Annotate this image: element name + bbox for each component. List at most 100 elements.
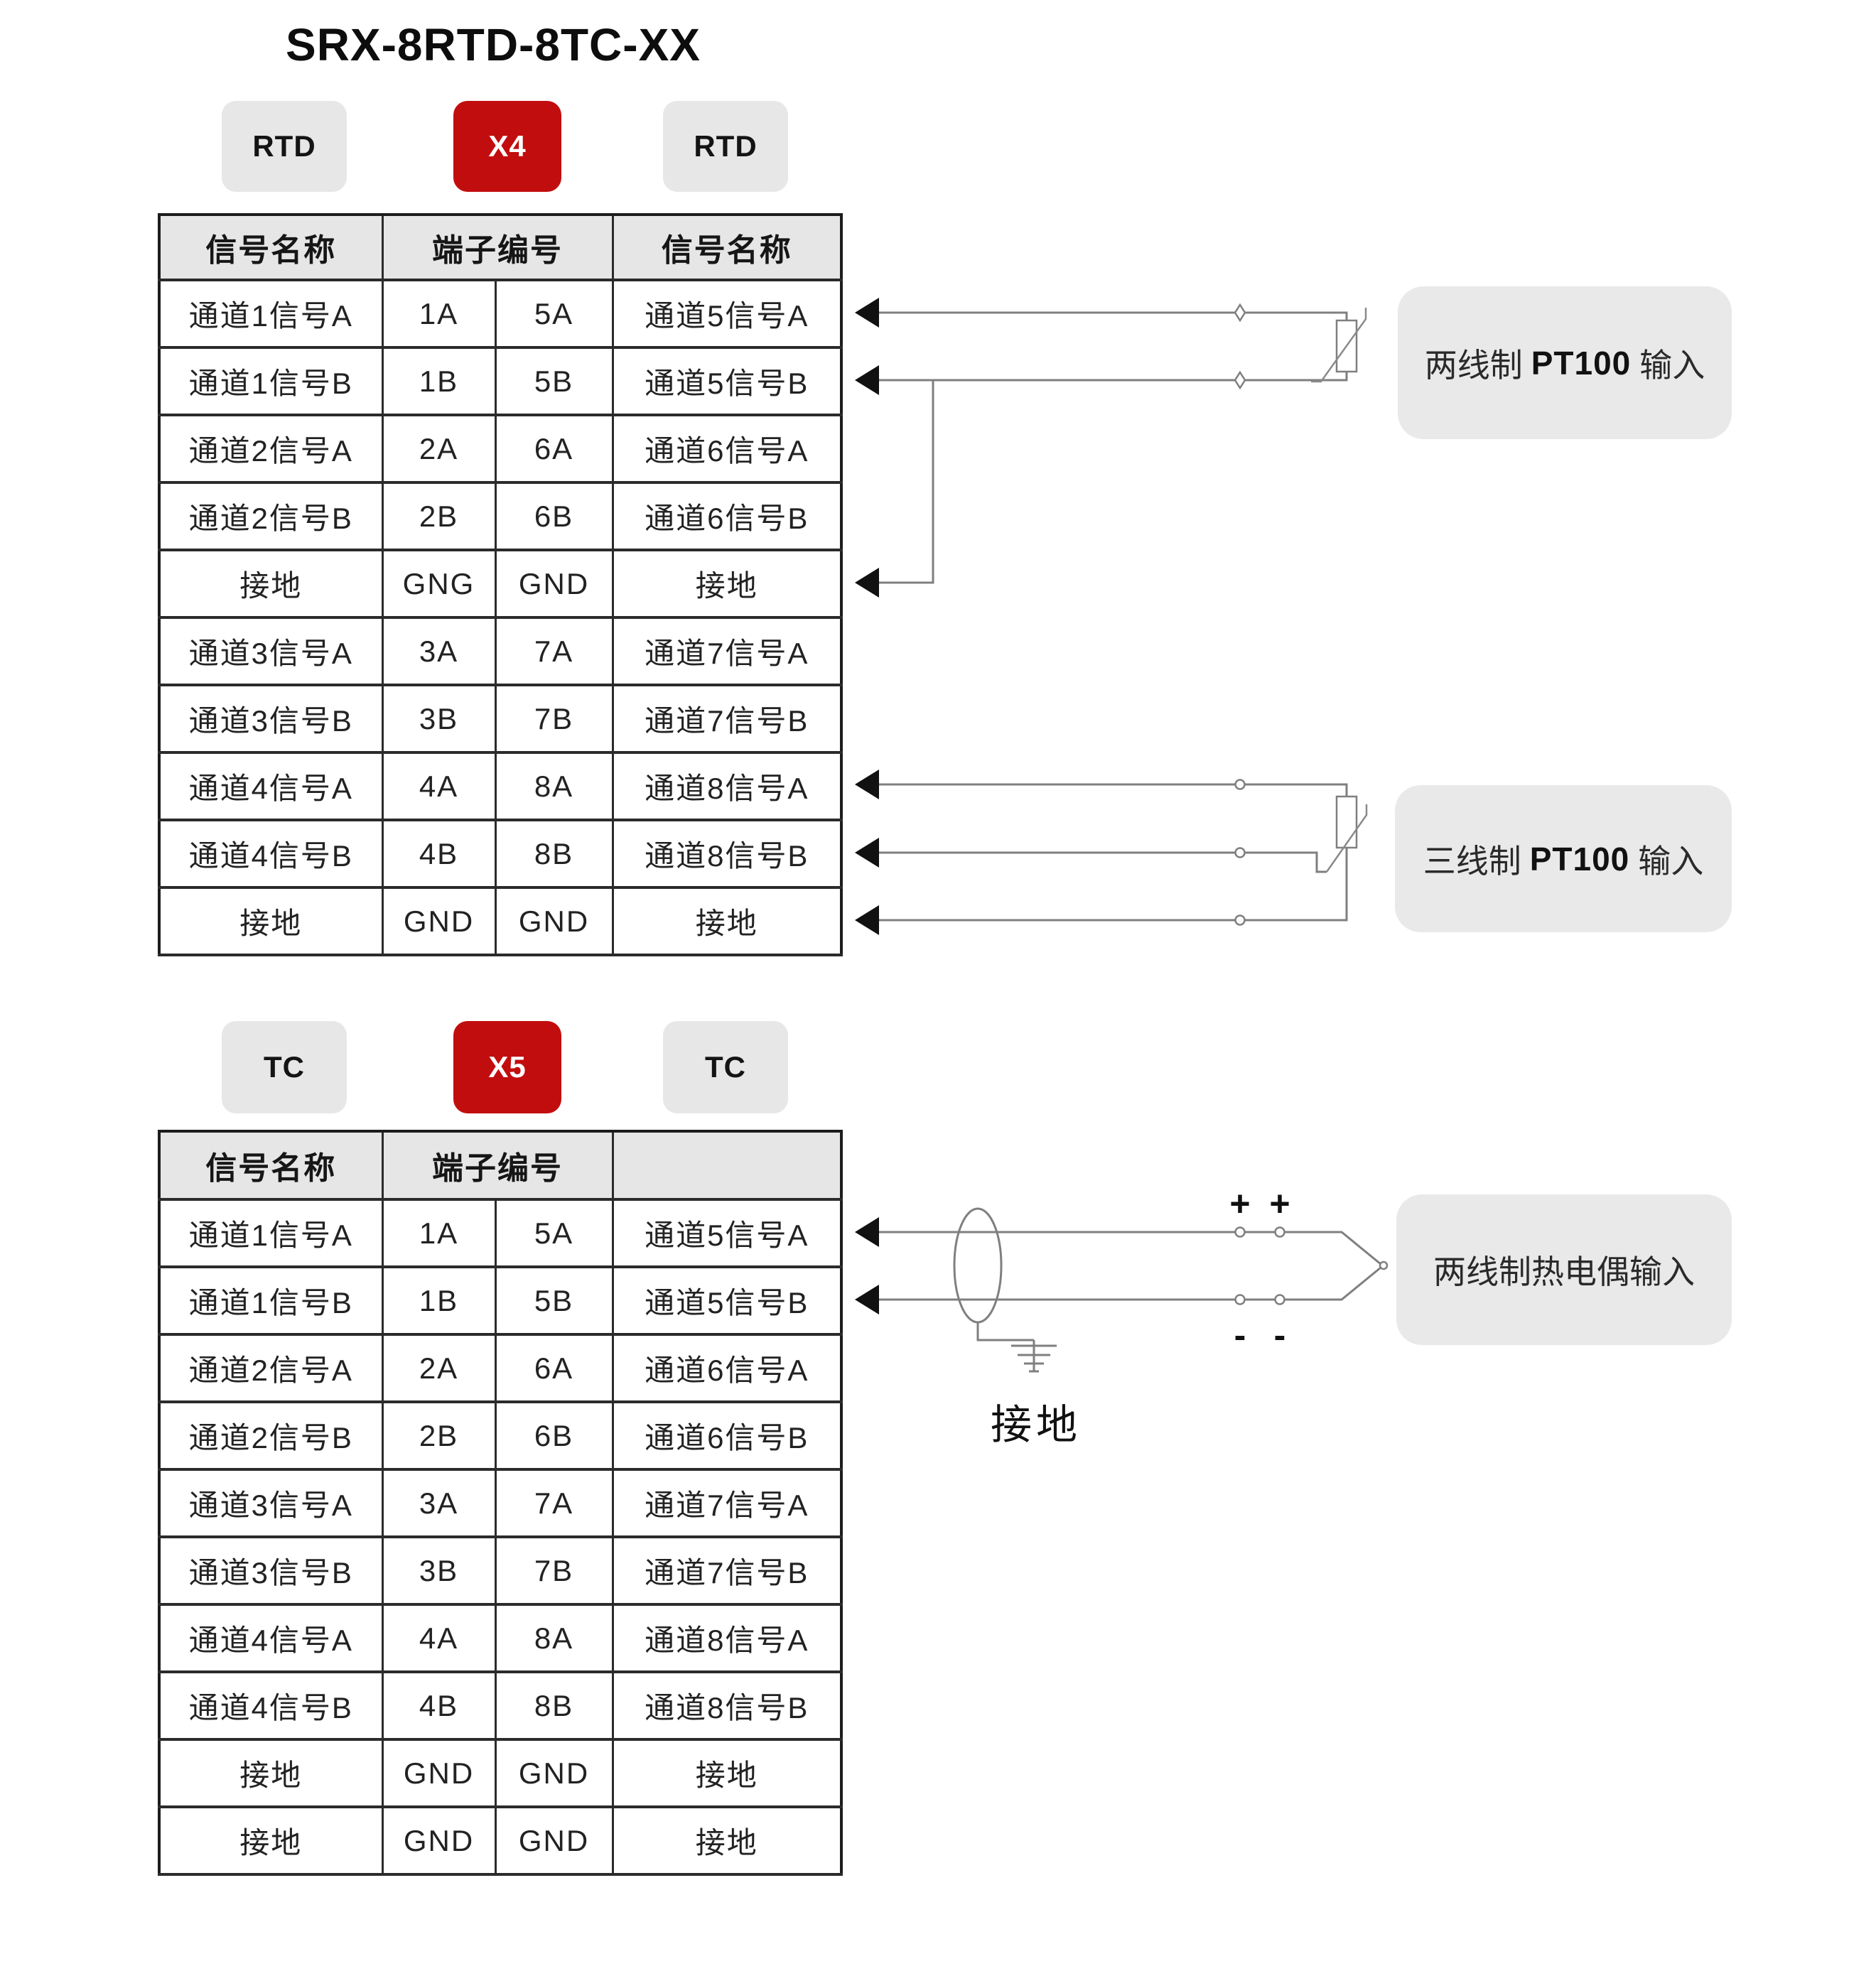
terminal-number-cell: 6B <box>494 1400 614 1471</box>
wire <box>879 372 1348 382</box>
terminal-number-cell: 1B <box>381 346 497 416</box>
rtd-symbol-diagonal <box>1311 308 1367 383</box>
wire <box>879 848 1348 922</box>
terminal-number-cell: 4B <box>381 1670 497 1741</box>
terminal-number-cell: 7A <box>494 1468 614 1538</box>
polarity-minus-label: - <box>1234 1315 1246 1355</box>
signal-name-left-cell: 通道2信号A <box>158 414 384 484</box>
cable-shield-symbol <box>953 1207 1003 1324</box>
signal-name-left-cell: 接地 <box>158 1738 384 1808</box>
signal-name-right-cell: 通道5信号B <box>611 346 843 416</box>
terminal-number-cell: 4B <box>381 819 497 889</box>
thermocouple-diagram <box>855 1207 1389 1373</box>
wire-break-icon <box>1234 370 1246 390</box>
signal-name-left-cell: 通道3信号B <box>158 684 384 754</box>
signal-name-left-cell: 通道1信号B <box>158 346 384 416</box>
terminal-number-cell: 8A <box>494 751 614 821</box>
signal-name-left-cell: 通道2信号B <box>158 481 384 551</box>
signal-name-right-cell: 通道8信号B <box>611 819 843 889</box>
terminal-number-cell: GND <box>381 886 497 956</box>
signal-name-left-cell: 通道4信号B <box>158 1670 384 1741</box>
signal-name-right-cell: 通道7信号A <box>611 616 843 686</box>
earth-ground-icon <box>1011 1340 1057 1373</box>
signal-name-right-cell: 接地 <box>611 1738 843 1808</box>
terminal-number-cell: 2B <box>381 481 497 551</box>
signal-name-left-cell: 通道2信号B <box>158 1400 384 1471</box>
signal-name-right-cell: 通道7信号B <box>611 1535 843 1606</box>
wire <box>879 311 1348 320</box>
signal-name-right-cell: 通道5信号A <box>611 279 843 349</box>
note-pt100-3wire: 三线制 PT100 输入 <box>1395 785 1732 932</box>
badge-connector-x4: X4 <box>453 101 561 192</box>
arrow-icon <box>855 1285 879 1314</box>
terminal-number-cell: 3B <box>381 684 497 754</box>
contact-icon <box>1274 1294 1285 1305</box>
terminal-number-cell: 7B <box>494 1535 614 1606</box>
signal-name-left-cell: 通道4信号A <box>158 751 384 821</box>
contact-icon <box>1234 1226 1246 1238</box>
terminal-number-cell: 8B <box>494 1670 614 1741</box>
header-signal-name-right: 信号名称 <box>611 213 843 281</box>
wire <box>879 380 934 584</box>
terminal-number-cell: 3B <box>381 1535 497 1606</box>
signal-name-right-cell: 通道8信号B <box>611 1670 843 1741</box>
note-text-suffix: 输入 <box>1639 346 1705 384</box>
polarity-plus-label: + <box>1229 1184 1251 1224</box>
terminal-number-cell: 6B <box>494 481 614 551</box>
signal-name-left-cell: 通道3信号A <box>158 616 384 686</box>
terminal-number-cell: GND <box>494 1805 614 1876</box>
terminal-number-cell: 3A <box>381 616 497 686</box>
contact-icon <box>1274 1226 1285 1238</box>
signal-name-left-cell: 接地 <box>158 886 384 956</box>
signal-name-left-cell: 通道2信号A <box>158 1333 384 1403</box>
signal-name-right-cell: 通道5信号A <box>611 1198 843 1268</box>
signal-name-right-cell: 通道6信号B <box>611 481 843 551</box>
note-text-prefix: 三线制 <box>1423 842 1521 880</box>
header-signal-name-left: 信号名称 <box>158 213 384 281</box>
signal-name-left-cell: 通道3信号B <box>158 1535 384 1606</box>
terminal-number-cell: 5A <box>494 1198 614 1268</box>
badge-rtd-right: RTD <box>663 101 788 192</box>
signal-name-right-cell: 通道8信号A <box>611 1603 843 1673</box>
signal-name-right-cell: 通道7信号B <box>611 684 843 754</box>
terminal-number-cell: GND <box>494 886 614 956</box>
header-terminal-number: 端子编号 <box>381 213 614 281</box>
signal-name-right-cell: 通道6信号A <box>611 414 843 484</box>
note-text-suffix: 输入 <box>1638 842 1704 880</box>
rtd-symbol <box>1335 319 1358 373</box>
badge-tc-right: TC <box>663 1021 788 1113</box>
terminal-number-cell: 2B <box>381 1400 497 1471</box>
note-text-prefix: 两线制 <box>1424 346 1523 384</box>
terminal-number-cell: GNG <box>381 549 497 619</box>
terminal-number-cell: 2A <box>381 414 497 484</box>
badge-rtd-left: RTD <box>222 101 347 192</box>
signal-name-left-cell: 通道1信号B <box>158 1265 384 1336</box>
signal-name-right-cell: 接地 <box>611 1805 843 1876</box>
arrow-icon <box>855 568 879 598</box>
arrow-icon <box>855 770 879 799</box>
thermocouple-junction-icon <box>1379 1260 1389 1270</box>
signal-name-left-cell: 接地 <box>158 1805 384 1876</box>
terminal-number-cell: 1B <box>381 1265 497 1336</box>
ground-label: 接地 <box>990 1402 1082 1448</box>
rtd-symbol <box>1335 795 1358 849</box>
terminal-number-cell: 5A <box>494 279 614 349</box>
note-text: 两线制热电偶输入 <box>1433 1253 1695 1290</box>
table-header-row: 信号名称 端子编号 <box>158 1130 843 1201</box>
ground-wire <box>976 1322 1034 1341</box>
badge-connector-x5: X5 <box>453 1021 561 1113</box>
terminal-number-cell: GND <box>494 1738 614 1808</box>
